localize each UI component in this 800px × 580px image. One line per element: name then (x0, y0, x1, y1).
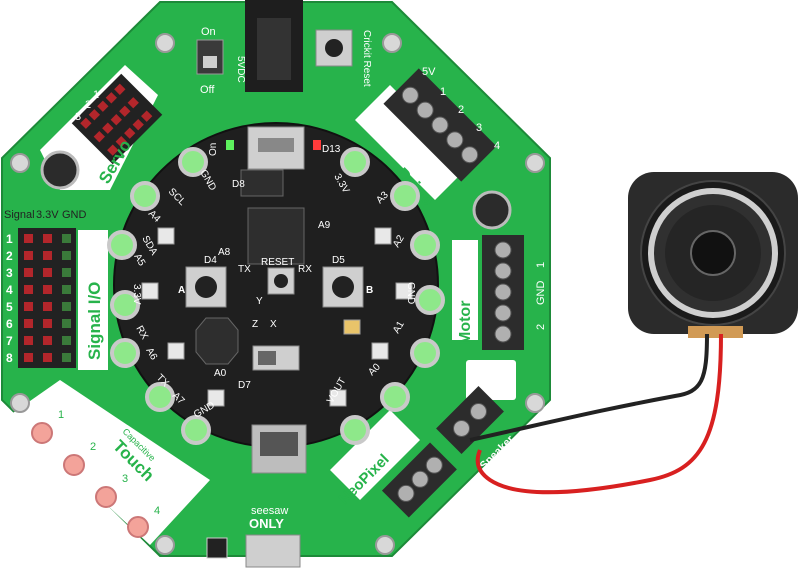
capacitor (472, 190, 512, 230)
cpx-label: A1 (391, 319, 407, 335)
drive-panel (355, 85, 470, 200)
cpx-pads (107, 147, 445, 445)
signal-row-number: 1 (6, 232, 13, 246)
servo-number: 3 (75, 111, 81, 123)
cpx-label: D7 (238, 380, 251, 391)
signal-row-number: 6 (6, 317, 13, 331)
signal-panel (78, 230, 108, 370)
cpx-label: D4 (204, 255, 217, 266)
led-d13 (313, 140, 321, 150)
cpx-label: A8 (218, 247, 231, 258)
seesaw-usb (245, 534, 301, 568)
drive-pin: 5V (422, 66, 436, 78)
neopixel-terminal (381, 442, 457, 518)
cpx-label: Z (252, 319, 258, 330)
cpx-label: A0 (214, 368, 227, 379)
light-sensor (343, 319, 361, 335)
drive-terminal (383, 68, 497, 182)
touch-pad-number: 4 (154, 505, 160, 517)
drive-pin: 2 (458, 104, 464, 116)
cpx-label: A2 (391, 233, 407, 249)
cpx-label: A9 (318, 220, 331, 231)
cpx-processor (247, 207, 305, 265)
signal-header (18, 228, 76, 368)
wire-black (469, 333, 709, 442)
mounting-holes (10, 33, 545, 555)
touch-pad-number: 2 (90, 441, 96, 453)
motor-pin: 2 (535, 324, 547, 330)
cpx-label: RESET (261, 257, 294, 268)
speaker (628, 172, 798, 338)
signal-row-number: 8 (6, 351, 13, 365)
wire-red (475, 333, 723, 495)
signal-row-number: 5 (6, 300, 13, 314)
cpx-label: A (178, 285, 185, 296)
drive-pin: 3 (476, 122, 482, 134)
capacitor (40, 150, 80, 190)
cpx-neopixels (141, 227, 413, 407)
cpx-label: RX (298, 264, 312, 275)
servo-number: 1 (93, 89, 99, 101)
motor-label: Motor (457, 301, 474, 345)
signal-label: Signal I/O (85, 282, 104, 360)
sensor-chip (206, 537, 228, 559)
accelerometer (195, 317, 239, 365)
reset-label: Crickit Reset (361, 30, 372, 87)
signal-row-number: 7 (6, 334, 13, 348)
speaker-dustcap (690, 230, 736, 276)
speaker-terminal-tab (688, 326, 743, 338)
led-on (226, 140, 234, 150)
cpx-label: D5 (332, 255, 345, 266)
motor-terminal (482, 235, 524, 350)
crickit-board: On Off 5VDC Crickit Reset Servo 1 2 3 4 … (1, 0, 551, 568)
circuit-playground: D13 D8 3.3V GND SCL A4 A3 A9 A8 SDA A5 A… (107, 122, 445, 474)
servo-header (71, 73, 163, 165)
power-vdc-label: 5VDC (235, 56, 246, 83)
motor-pin: GND (535, 281, 547, 306)
drive-pin: 1 (440, 86, 446, 98)
cpx-label: D13 (322, 144, 341, 155)
cpx-label: Y (256, 296, 263, 307)
cpx-label: A5 (131, 252, 147, 268)
signal-header-label: 3.3V (36, 209, 59, 221)
touch-pads[interactable] (31, 422, 149, 538)
touch-pad-number: 3 (122, 473, 128, 485)
power-off-label: Off (200, 84, 215, 96)
power-on-label: On (201, 26, 216, 38)
seesaw-label: seesaw (251, 505, 288, 517)
cpx-on-label: On (208, 143, 219, 156)
servo-number: 2 (85, 99, 91, 111)
signal-row-number: 3 (6, 266, 13, 280)
motor-panel (452, 240, 478, 340)
cpx-label: B (366, 285, 373, 296)
drive-pin: 4 (494, 140, 500, 152)
signal-row-number: 4 (6, 283, 13, 297)
neopixel-panel (330, 410, 420, 500)
cpx-label: D8 (232, 179, 245, 190)
seesaw-only-label: ONLY (249, 516, 284, 531)
touch-pad-number: 1 (58, 409, 64, 421)
signal-header-label: GND (62, 209, 87, 221)
signal-row-number: 2 (6, 249, 13, 263)
speaker-terminal (436, 386, 504, 454)
cpx-label: TX (238, 264, 251, 275)
touch-panel (10, 380, 210, 545)
cpx-label: 3.3V (131, 284, 142, 305)
motor-pin: 1 (535, 262, 547, 268)
cpx-label: A6 (143, 346, 159, 362)
servo-number: 4 (64, 123, 70, 135)
cpx-label: GND (405, 282, 416, 304)
signal-header-label: Signal (4, 209, 35, 221)
cpx-label: X (270, 319, 277, 330)
